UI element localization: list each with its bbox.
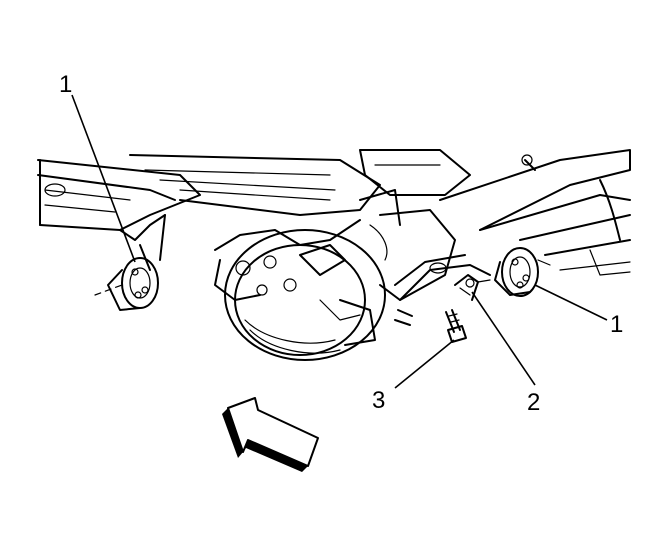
right-exhaust-hanger (494, 247, 551, 297)
callout-2: 2 (527, 389, 540, 416)
floor-pan-center (129, 149, 471, 216)
callout-1-left: 1 (59, 71, 72, 98)
left-frame-rail (37, 159, 201, 271)
leader-lines (71, 94, 608, 389)
rear-differential (214, 219, 386, 361)
exhaust-pipe (359, 189, 491, 326)
hanger-bracket (454, 274, 491, 301)
bolt (445, 309, 467, 343)
callout-1-right: 1 (610, 311, 623, 338)
right-frame-rail (439, 149, 631, 276)
front-direction-arrow (222, 397, 319, 472)
left-exhaust-hanger (94, 257, 159, 311)
callout-3: 3 (372, 387, 385, 414)
